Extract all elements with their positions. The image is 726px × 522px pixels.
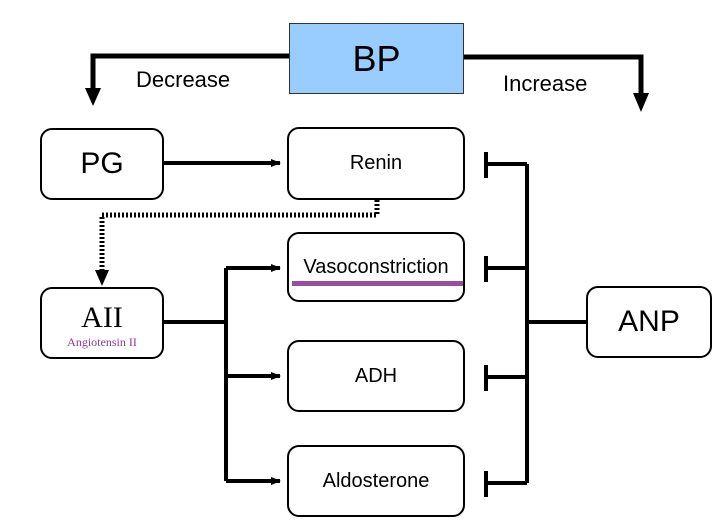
renin-label: Renin [349, 152, 403, 174]
angiotensin-abbr-label: AII [81, 301, 123, 334]
increase-arrow [464, 54, 644, 104]
pg-label: PG [80, 147, 124, 180]
aldosterone-node: Aldosterone [287, 445, 465, 517]
angiotensin-node: AII Angiotensin II [40, 287, 164, 359]
pg-node: PG [40, 128, 164, 200]
increase-arrowhead [633, 93, 649, 112]
anp-label: ANP [618, 305, 680, 338]
decrease-label: Decrease [136, 67, 231, 92]
adh-node: ADH [287, 340, 465, 412]
vasoconstriction-underline [292, 281, 463, 286]
increase-label: Increase [503, 71, 588, 96]
bp-label: BP [352, 37, 401, 79]
aldosterone-label: Aldosterone [322, 469, 430, 492]
decrease-arrowhead [85, 88, 101, 106]
vasoconstriction-node: Vasoconstriction [287, 232, 465, 302]
vasoconstriction-label: Vasoconstriction [303, 255, 449, 278]
renin-to-angiotensin-arrowhead [95, 270, 109, 286]
anp-node: ANP [586, 286, 712, 358]
renin-node: Renin [287, 127, 465, 200]
adh-label: ADH [354, 364, 398, 387]
angiotensin-full-label: Angiotensin II [67, 335, 137, 349]
bp-node: BP [289, 23, 464, 94]
renin-to-angiotensin-dotted-arrow [99, 200, 380, 280]
decrease-arrow [90, 53, 289, 98]
